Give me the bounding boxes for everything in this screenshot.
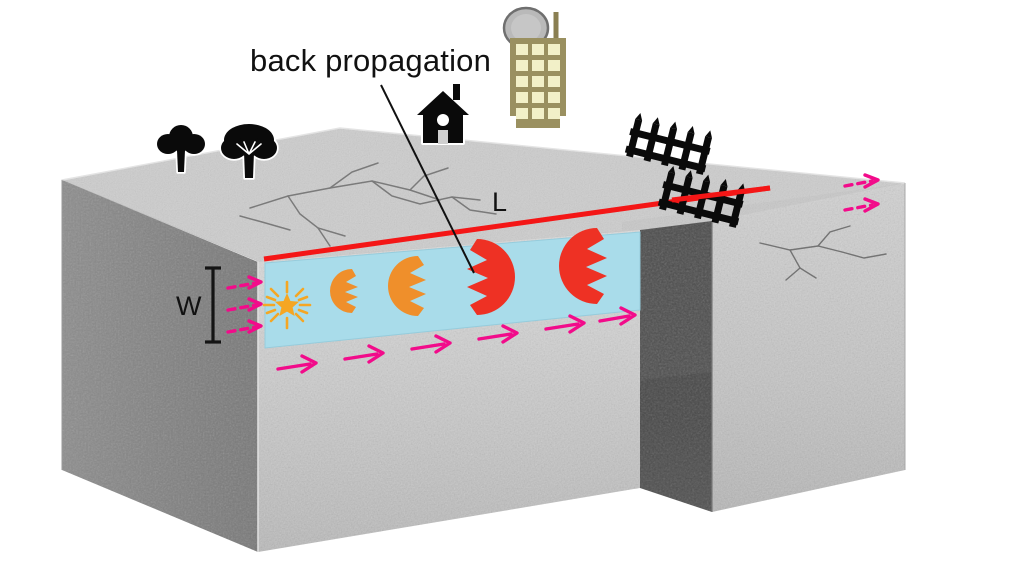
- back-propagation-arrows-left: [226, 275, 263, 334]
- rupture-front-3: [467, 239, 515, 315]
- house-icon: [415, 82, 471, 145]
- back-propagation-leader-line: [380, 84, 475, 274]
- tree-icon-2: [219, 122, 279, 180]
- width-dimension-bar: [205, 266, 221, 344]
- fault-plane: [264, 231, 641, 349]
- dashed-arrow-left-3: [226, 319, 263, 334]
- block-edge-highlight-top: [61, 127, 906, 184]
- rupture-front-4: [559, 228, 607, 304]
- forward-propagation-arrows-right: [843, 173, 880, 213]
- building-windows: [516, 44, 560, 119]
- dashed-arrow-left-1: [226, 275, 263, 290]
- rupture-propagation-arrows: [276, 306, 637, 374]
- fault-step-face-shadow: [640, 372, 712, 512]
- back-propagation-label: back propagation: [250, 43, 492, 78]
- crustal-block: [60, 127, 906, 552]
- nucleation-star-icon: [262, 280, 312, 330]
- fence-icon-far: [624, 112, 712, 175]
- dashed-arrow-left-2: [226, 297, 263, 312]
- office-building-icon: [502, 6, 566, 128]
- ground-surface-top: [62, 128, 905, 262]
- rupture-front-2: [388, 256, 426, 316]
- fault-length-label: L: [492, 187, 508, 217]
- dashed-arrow-right-2: [843, 197, 880, 213]
- propagation-arrow-5: [544, 314, 586, 334]
- surface-crack-network: [239, 162, 497, 247]
- surface-crack-network-right: [759, 225, 887, 281]
- fault-plane-outline: [264, 231, 641, 349]
- propagation-arrow-4: [477, 324, 519, 344]
- block-right-front-face: [712, 183, 905, 512]
- tree-icon-1: [155, 123, 207, 174]
- fence-icon-near: [657, 165, 745, 228]
- propagation-arrow-3: [410, 334, 452, 354]
- fault-step-face: [640, 221, 712, 512]
- propagation-arrow-2: [343, 344, 385, 364]
- dashed-arrow-right-1: [843, 173, 880, 189]
- propagation-arrow-1: [276, 354, 318, 374]
- fault-width-label: W: [176, 291, 202, 321]
- rupture-front-1: [330, 269, 358, 313]
- fault-trace-line-over-fence: [671, 185, 771, 203]
- propagation-arrow-6: [598, 306, 637, 326]
- block-left-face: [62, 180, 258, 552]
